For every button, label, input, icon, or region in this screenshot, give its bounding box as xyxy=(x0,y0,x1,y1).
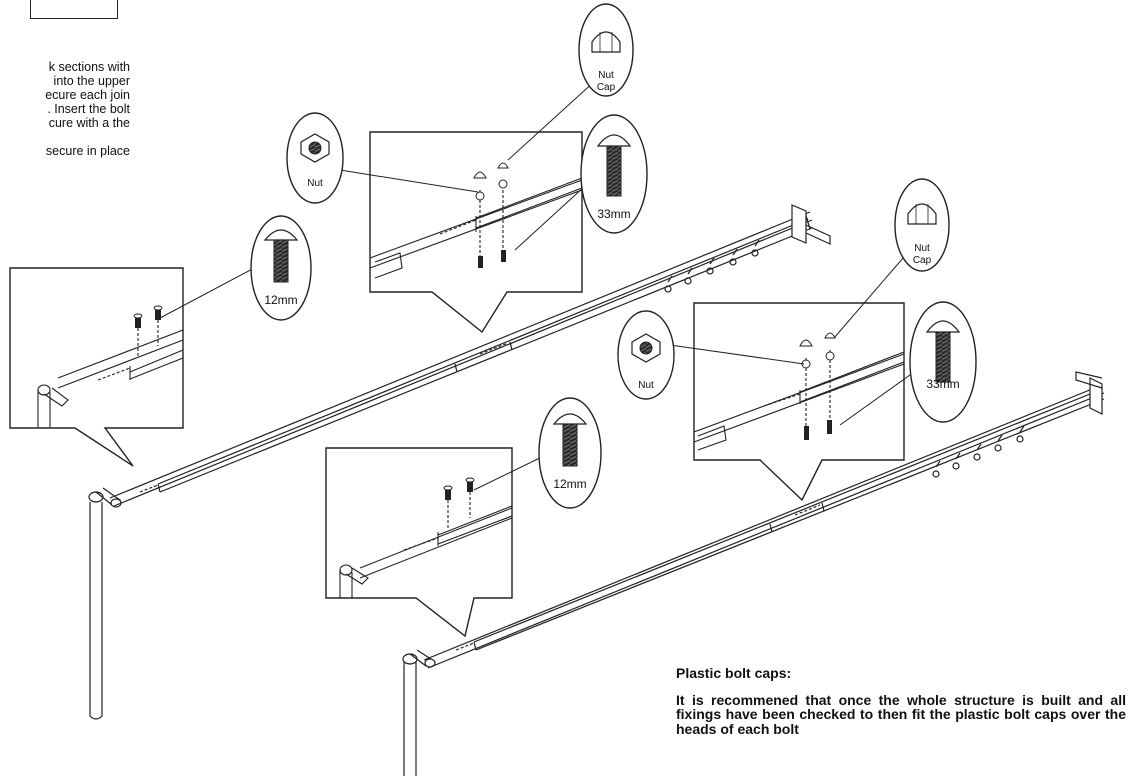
hook-row xyxy=(932,425,1025,478)
bolt-12mm-icon xyxy=(552,413,588,467)
bolt-33mm-detail-bubble: 33mm xyxy=(580,114,648,234)
right-frame xyxy=(402,371,1105,776)
nut-icon xyxy=(631,333,661,363)
nut-cap-label-line1: Nut xyxy=(598,70,614,81)
instruction-line: into the upper xyxy=(53,74,130,88)
nut-cap-detail-bubble: Nut Cap xyxy=(894,178,950,272)
note-heading: Plastic bolt caps: xyxy=(676,665,792,681)
note-body: It is recommened that once the whole str… xyxy=(676,691,1126,737)
instruction-line: ecure each join xyxy=(45,88,130,102)
left-zoom-callout xyxy=(9,267,184,467)
center-zoom-callout xyxy=(369,131,583,334)
header-box-fragment xyxy=(30,0,118,19)
bolt-33mm-icon xyxy=(925,320,961,383)
bolt-12mm-icon xyxy=(263,229,299,283)
bolt-33mm-detail-bubble: 33mm xyxy=(909,301,977,423)
nut-cap-icon xyxy=(591,31,621,53)
nut-detail-bubble: Nut xyxy=(286,112,344,204)
bolt-33mm-icon xyxy=(596,134,632,197)
instruction-line: k sections with xyxy=(48,60,130,74)
bolt-12mm-label: 12mm xyxy=(553,477,586,491)
nut-detail-bubble: Nut xyxy=(617,310,675,400)
instruction-line: cure with a the xyxy=(48,116,130,130)
nut-cap-label-line1: Nut xyxy=(914,243,930,254)
nut-label: Nut xyxy=(307,178,323,189)
nut-cap-label-line2: Cap xyxy=(913,255,932,266)
bolt-33mm-label: 33mm xyxy=(597,207,630,221)
leader-lines xyxy=(159,79,925,491)
left-frame xyxy=(88,204,831,720)
bolt-12mm-detail-bubble: 12mm xyxy=(250,215,312,321)
nut-cap-detail-bubble: Nut Cap xyxy=(578,3,634,97)
instruction-line: . Insert the bolt xyxy=(47,102,130,116)
assembly-instructions: k sections with into the upper ecure eac… xyxy=(0,60,130,158)
instruction-line: secure in place xyxy=(45,144,130,158)
bolt-33mm-label: 33mm xyxy=(926,377,959,391)
bolt-12mm-label: 12mm xyxy=(264,293,297,307)
nut-icon xyxy=(300,133,330,163)
hook-row xyxy=(664,239,760,293)
nut-label: Nut xyxy=(638,380,654,391)
bolt-12mm-detail-bubble: 12mm xyxy=(538,397,602,509)
bolt-caps-note: Plastic bolt caps: It is recommened that… xyxy=(676,666,1126,736)
right-zoom-callout xyxy=(693,302,905,502)
nut-cap-label-line2: Cap xyxy=(597,82,616,93)
nut-cap-icon xyxy=(907,203,937,225)
lower-zoom-callout xyxy=(325,447,513,638)
